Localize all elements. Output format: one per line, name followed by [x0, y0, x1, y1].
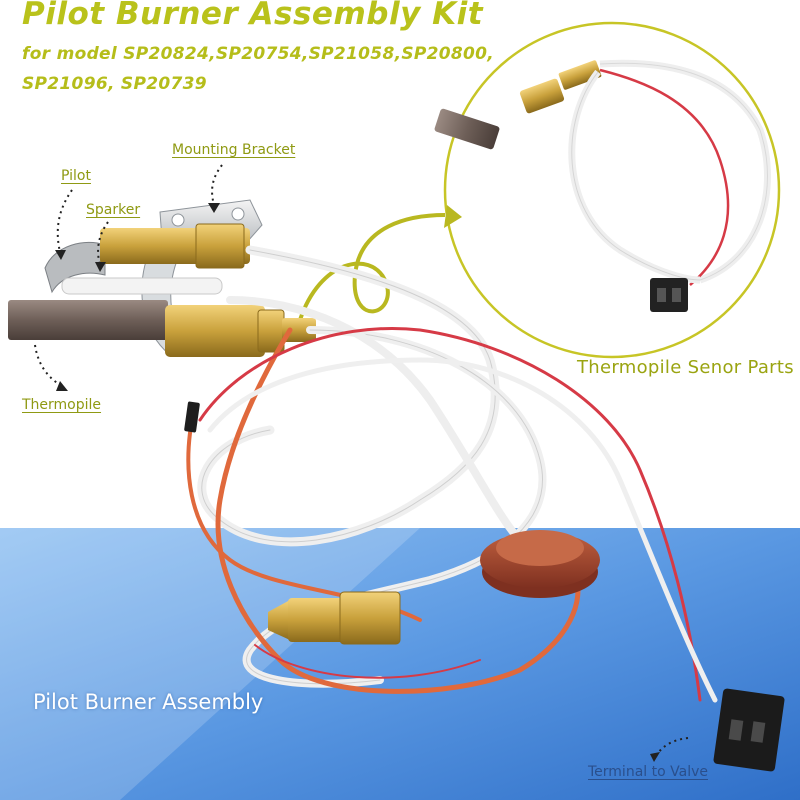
callout-thermopile: Thermopile [22, 397, 102, 413]
thermopile-rod [8, 300, 168, 340]
callout-pilot: Pilot [61, 168, 91, 184]
model-list-line-2: SP21096, SP20739 [22, 74, 207, 94]
lower-brass-fitting [268, 591, 401, 645]
blue-floor [0, 528, 800, 800]
wire-bundle [186, 245, 718, 703]
page-title: Pilot Burner Assembly Kit [22, 0, 484, 32]
terminal-connector [713, 688, 785, 772]
callout-sparker: Sparker [86, 202, 141, 218]
floor-highlight [0, 528, 420, 800]
terminal-label: Terminal to Valve [588, 764, 708, 780]
rubber-grommet [480, 530, 600, 598]
thermopile-fitting [165, 305, 265, 357]
sparker-ceramic [61, 277, 223, 295]
callout-mounting-bracket: Mounting Bracket [172, 142, 296, 158]
inset-caption: Thermopile Senor Parts [577, 357, 794, 378]
curly-arrow-head [444, 205, 462, 228]
pilot-nut [195, 223, 245, 269]
assembly-caption: Pilot Burner Assembly [33, 690, 264, 714]
black-sleeve [184, 401, 200, 433]
callout-arrowheads [55, 203, 660, 762]
inset-thermopile [434, 59, 771, 312]
thermopile-tip [282, 318, 316, 342]
model-list-line-1: for model SP20824,SP20754,SP21058,SP2080… [22, 44, 495, 64]
